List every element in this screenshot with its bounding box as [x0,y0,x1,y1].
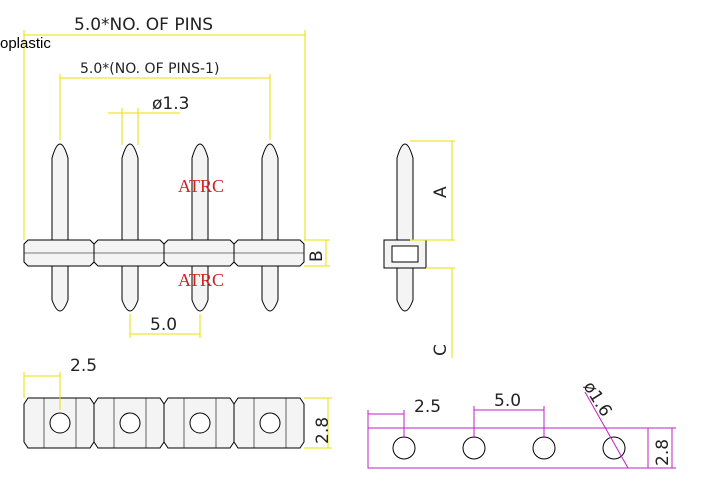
pcb-holes [392,436,626,460]
side-pin-upper [396,143,414,241]
pin-diameter-label: ø1.3 [152,94,189,114]
side-view [383,143,427,312]
side-pin-lower [396,265,414,312]
edge-offset-label: 2.5 [70,356,97,376]
front-view [23,143,305,312]
material-partial-label: oplastic [0,35,51,52]
front-view-dimensions [23,30,330,338]
dim-c-label: C [431,344,451,356]
pin-upper-3 [191,143,209,241]
pitch-label: 5.0 [150,315,177,335]
watermark-upper: ATRC [178,176,224,196]
bottom-pin-hole-1 [49,412,71,434]
pcb-height-label: 2.8 [653,439,673,466]
total-width-label: 5.0*NO. OF PINS [74,15,213,35]
pcb-hole-3 [532,436,556,460]
pcb-hole-2 [462,436,486,460]
bottom-pin-hole-4 [259,412,281,434]
pcb-hole-1 [392,436,416,460]
pin-lower-3 [191,265,209,312]
pin-upper-2 [121,143,139,241]
pin-lower-1 [51,265,69,312]
pcb-hole-4 [602,436,626,460]
bottom-pin-hole-2 [119,412,141,434]
pcb-pitch-label: 5.0 [494,391,521,411]
dim-b-label: B [307,250,327,262]
pin-upper-1 [51,143,69,241]
bottom-pin-hole-3 [189,412,211,434]
bottom-view-dimensions [23,372,332,449]
watermark-lower: ATRC [178,270,224,290]
pin-lower-2 [121,265,139,312]
dim-a-label: A [431,186,451,198]
pin-lower-4 [261,265,279,312]
hole-diameter-label: ø1.6 [579,378,616,420]
side-view-dimensions [410,140,455,358]
pcb-dimensions [367,391,676,469]
side-body-inner [391,245,419,263]
bottom-view [23,397,305,449]
body-height-label: 2.8 [313,417,333,444]
pin-upper-4 [261,143,279,241]
pcb-edge-offset-label: 2.5 [414,397,441,417]
pcb-outline [367,427,649,469]
pitch-span-label: 5.0*(NO. OF PINS-1) [80,61,219,77]
